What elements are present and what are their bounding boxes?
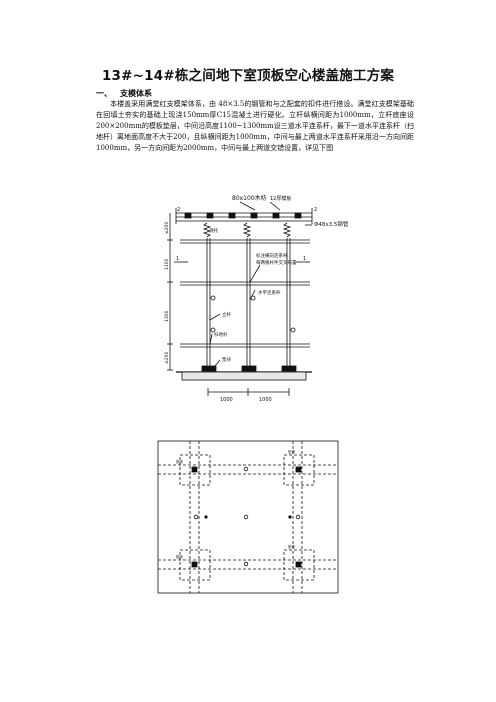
- body-paragraph: 本楼盖采用满堂红支模架体系，由 48×3.5的钢管和与之配套的扣件进行搭设。满堂…: [96, 100, 414, 152]
- label-cross-bar-2: 每两根杆件交叉布置: [256, 259, 297, 266]
- label-top-support: 顶托: [209, 227, 218, 234]
- label-horizontal-bar: 水平连系杆: [258, 289, 281, 296]
- section-mark-right: 2: [314, 207, 317, 213]
- dim-bottom: ≤200: [164, 352, 170, 364]
- section-mark-left: 2: [177, 207, 180, 213]
- section-title: 支模体系: [120, 89, 152, 98]
- label-pad: 垫块: [222, 356, 231, 363]
- plan-pad-label-4: 垫块: [288, 544, 296, 549]
- label-timber: 80x100木枋: [232, 194, 267, 202]
- plan-pad-label-3: 垫块: [176, 554, 183, 559]
- plan-pad-label-1: 垫块: [176, 459, 183, 464]
- label-pipe: Φ48x3.5钢管: [314, 220, 349, 228]
- page-title: 13#~14#栋之间地下室顶板空心楼盖施工方案: [101, 68, 395, 84]
- section-number: 一、: [96, 89, 112, 98]
- label-upright: 立杆: [222, 311, 231, 318]
- section-heading: 一、支模体系: [96, 88, 160, 99]
- dim-span-1: 1000: [220, 397, 233, 403]
- dim-mid-2: 1300: [164, 310, 170, 322]
- label-sweep-bar: 扫地杆: [214, 331, 228, 338]
- label-plywood: 12厚模板: [270, 195, 291, 202]
- axis-mark-right: 1: [303, 256, 306, 262]
- dim-mid-1: 1100: [164, 258, 170, 270]
- dim-span-2: 1000: [259, 397, 272, 403]
- label-cross-bar-1: 标注横向连系杆: [256, 252, 288, 259]
- plan-pad-label-2: 垫块: [288, 449, 296, 454]
- axis-mark-left: 1: [176, 256, 179, 262]
- dim-top: ≤200: [164, 222, 170, 234]
- scaffold-plan-drawing: [157, 440, 339, 594]
